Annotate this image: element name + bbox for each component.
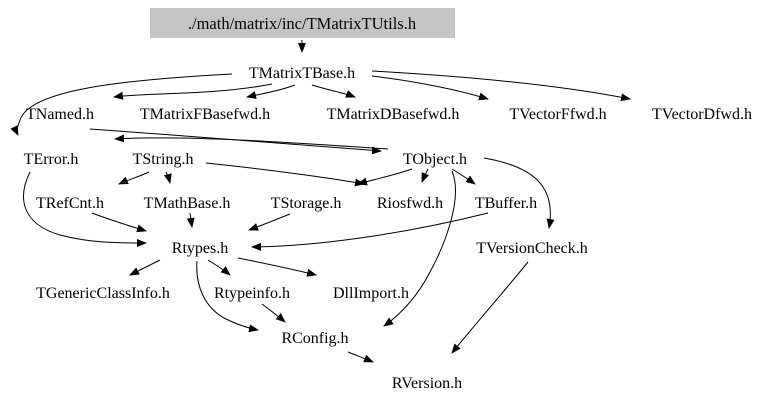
graph-node-tvectordfwd[interactable]: TVectorDfwd.h (652, 106, 752, 123)
graph-node-rtypeinfo[interactable]: Rtypeinfo.h (214, 285, 290, 302)
edge-tmatrixtbase-to-tmatrixdbasefwd (311, 84, 356, 98)
graph-node-tversioncheck[interactable]: TVersionCheck.h (476, 240, 588, 257)
graph-node-rtypes[interactable]: Rtypes.h (172, 240, 228, 257)
edge-tobject-to-tbuffer (451, 168, 476, 185)
graph-node-tvectorffwd[interactable]: TVectorFfwd.h (509, 106, 606, 123)
graph-node-tmatrixtbase[interactable]: TMatrixTBase.h (249, 65, 355, 82)
graph-node-tobject[interactable]: TObject.h (403, 151, 467, 168)
graph-root-node-box (150, 8, 455, 38)
graph-node-rversion[interactable]: RVersion.h (392, 375, 462, 392)
edge-rtypes-to-tgenericclassinfo (129, 259, 161, 276)
edge-trefcnt-to-rtypes (91, 212, 147, 233)
graph-node-tbuffer[interactable]: TBuffer.h (475, 195, 537, 212)
graph-node-tmatrixfbasefwd[interactable]: TMatrixFBasefwd.h (140, 106, 270, 123)
edge-tmatrixtbase-to-tmatrixfbasefwd (246, 84, 296, 99)
edge-rconfig-to-rversion (347, 351, 374, 363)
edge-tstring-to-tmathbase (163, 171, 172, 184)
graph-node-tgenericclassinfo[interactable]: TGenericClassInfo.h (36, 285, 170, 302)
edge-tobject-to-tstorage (357, 168, 413, 186)
graph-node-dllimport[interactable]: DllImport.h (333, 285, 409, 302)
graph-node-tmathbase[interactable]: TMathBase.h (144, 195, 231, 212)
edge-tstring-to-trefcnt (118, 171, 150, 185)
edge-tobject-to-tstring (114, 134, 389, 150)
graph-node-trefcnt[interactable]: TRefCnt.h (36, 195, 104, 212)
edge-tmathbase-to-rtypes (186, 212, 195, 228)
edge-rtypes-to-rconfig (196, 260, 259, 333)
graph-node-terror[interactable]: TError.h (24, 151, 79, 168)
edge-rtypes-to-rtypeinfo (207, 259, 231, 276)
edge-tmatrixtbase-to-tvectordfwd (371, 70, 631, 102)
edge-tmatrixtbase-to-terror (10, 73, 233, 136)
edge-tmatrixtbase-to-tnamed (113, 83, 273, 100)
graph-node-tstorage[interactable]: TStorage.h (271, 195, 342, 212)
graph-node-rconfig[interactable]: RConfig.h (281, 330, 348, 347)
edge-tbuffer-to-rtypes (251, 212, 489, 251)
edge-terror-to-rtypes (23, 171, 147, 247)
edge-tmatrixtbase-to-tvectorffwd (371, 75, 489, 101)
edge-rtypes-to-dllimport (237, 257, 317, 277)
edge-tstring-to-riosfwd (205, 162, 365, 187)
graph-node-tstring[interactable]: TString.h (133, 151, 194, 168)
edge-tobject-to-rconfig (383, 170, 456, 327)
edge-tobject-to-tversioncheck (483, 157, 555, 229)
edges-layer (10, 40, 631, 363)
graph-root-node-label: ./math/matrix/inc/TMatrixTUtils.h (188, 14, 417, 33)
edge-tversioncheck-to-rversion (451, 261, 529, 354)
edge-rtypeinfo-to-rconfig (261, 303, 286, 323)
graph-node-riosfwd[interactable]: Riosfwd.h (377, 195, 443, 212)
graph-node-tnamed[interactable]: TNamed.h (26, 106, 94, 123)
nodes-layer: ./math/matrix/inc/TMatrixTUtils.hTMatrix… (24, 8, 752, 392)
edge-tstorage-to-rtypes (248, 213, 291, 231)
edge-tobject-to-riosfwd (421, 168, 430, 183)
graph-node-tmatrixdbasefwd[interactable]: TMatrixDBasefwd.h (327, 106, 460, 123)
